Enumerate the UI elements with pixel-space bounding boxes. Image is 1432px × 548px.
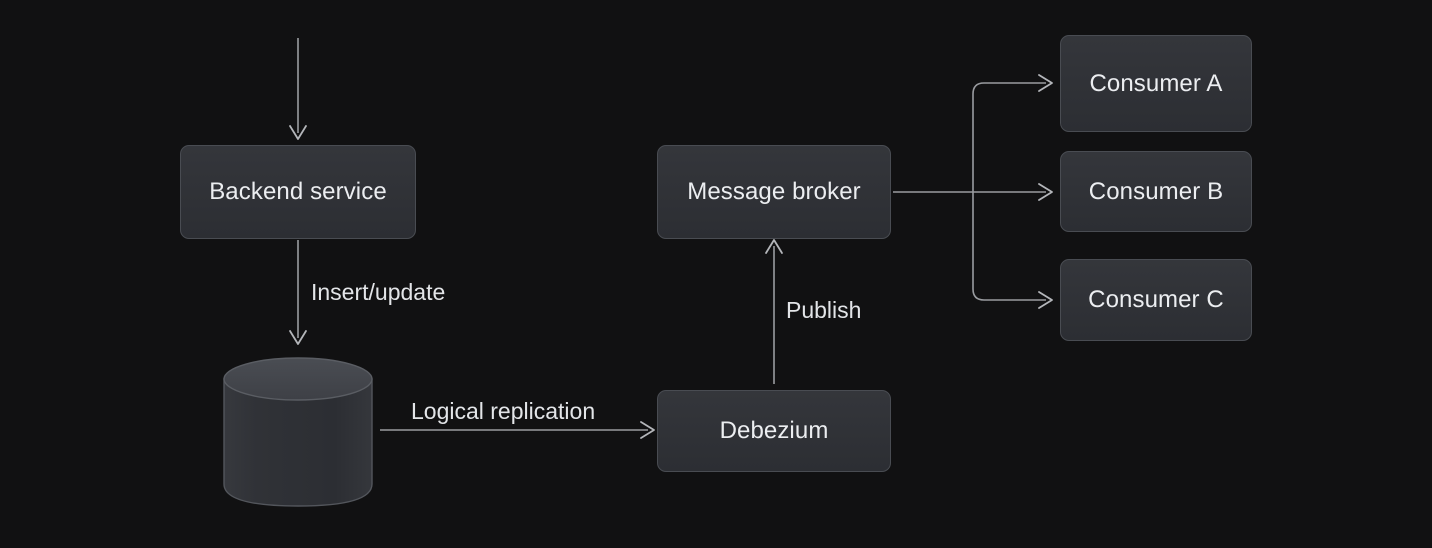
edge-fanout-consumer-a — [972, 74, 1053, 192]
edge-label-insert-update: Insert/update — [311, 279, 446, 305]
node-consumer-b[interactable]: Consumer B — [1060, 151, 1252, 232]
node-message-broker[interactable]: Message broker — [657, 145, 891, 239]
database-cylinder — [223, 357, 373, 507]
node-consumer-c[interactable]: Consumer C — [1060, 259, 1252, 341]
edge-publish — [765, 239, 783, 384]
edge-fanout-consumer-b — [973, 183, 1053, 201]
edge-insert-update — [289, 240, 307, 345]
node-debezium[interactable]: Debezium — [657, 390, 891, 472]
edge-logical-replication — [380, 421, 655, 439]
node-message-broker-label: Message broker — [687, 178, 861, 205]
node-debezium-label: Debezium — [719, 417, 829, 444]
node-backend-service-label: Backend service — [209, 178, 387, 205]
node-consumer-b-label: Consumer B — [1088, 177, 1224, 205]
edge-fanout-consumer-c — [972, 192, 1053, 309]
node-consumer-a[interactable]: Consumer A — [1060, 35, 1252, 132]
node-consumer-c-label: Consumer C — [1088, 286, 1224, 313]
edge-label-logical-replication: Logical replication — [411, 398, 596, 424]
edge-entry-arrow — [289, 38, 307, 140]
edge-label-publish: Publish — [786, 297, 862, 323]
node-consumer-a-label: Consumer A — [1089, 69, 1223, 97]
node-backend-service[interactable]: Backend service — [180, 145, 416, 239]
